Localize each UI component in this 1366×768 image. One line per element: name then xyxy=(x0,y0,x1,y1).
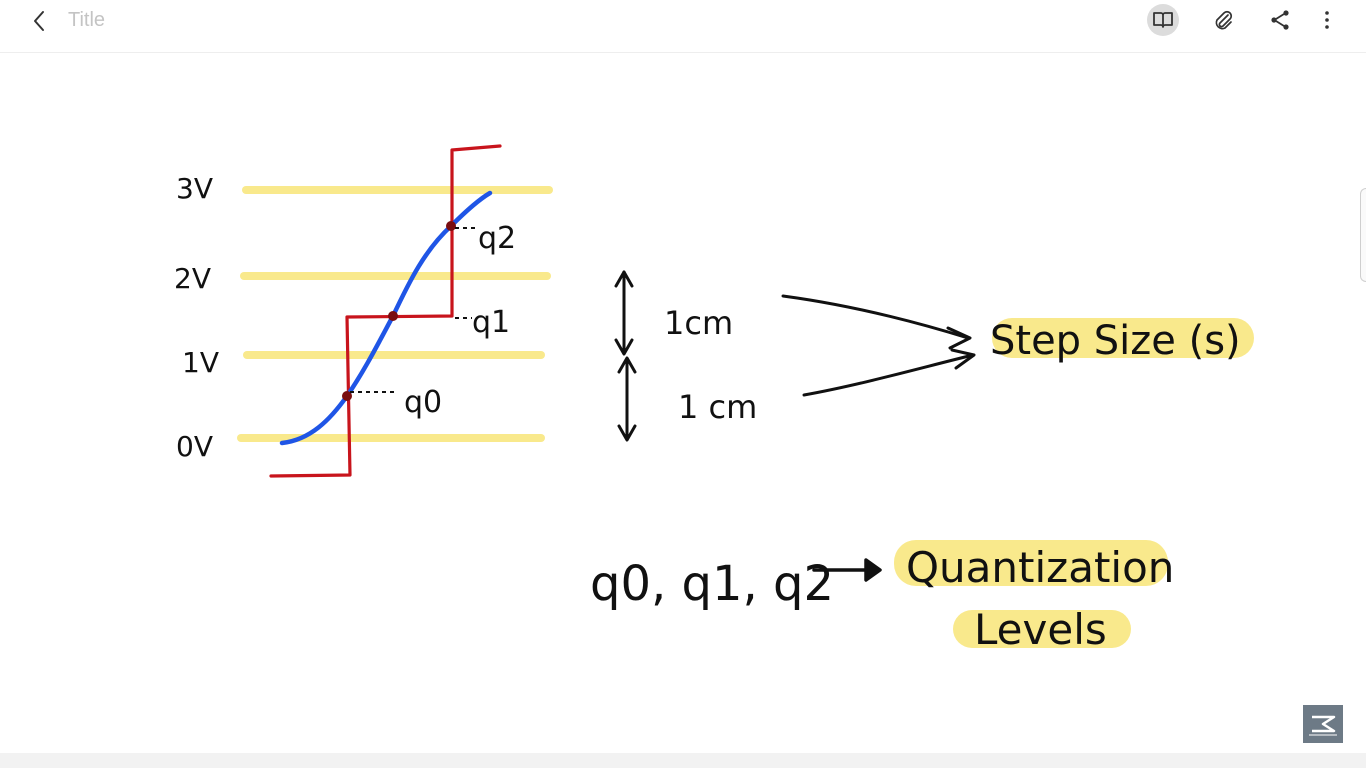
paperclip-icon xyxy=(1215,10,1233,30)
point-label-q1: q1 xyxy=(472,305,510,340)
book-open-icon xyxy=(1153,12,1173,28)
reading-mode-button[interactable] xyxy=(1147,4,1179,36)
step-size-highlight xyxy=(992,318,1254,358)
note-canvas[interactable]: 3V 2V 1V 0V q2 q1 q0 1cm 1 cm Step Size … xyxy=(0,0,1366,752)
point-q0 xyxy=(342,391,352,401)
point-q1 xyxy=(388,311,398,321)
more-options-button[interactable] xyxy=(1311,4,1343,36)
quantization-label-line2: Levels xyxy=(974,605,1107,654)
axis-label-2v: 2V xyxy=(174,262,211,295)
attach-button[interactable] xyxy=(1207,4,1239,36)
spacing-label-bottom: 1 cm xyxy=(678,388,757,426)
bottom-bar xyxy=(0,753,1366,768)
back-button[interactable] xyxy=(24,6,54,36)
leader-lines xyxy=(350,227,478,393)
levels-expression: q0, q1, q2 xyxy=(590,556,834,612)
quantization-arrow xyxy=(812,558,882,582)
document-title[interactable]: Title xyxy=(68,9,106,31)
quantization-label-line1: Quantization xyxy=(906,543,1174,592)
spacing-arrows xyxy=(614,270,637,442)
axis-label-0v: 0V xyxy=(176,430,213,463)
level-highlights xyxy=(237,186,553,442)
chevron-left-icon xyxy=(34,11,44,31)
step-size-label: Step Size (s) xyxy=(990,318,1241,364)
label-highlights xyxy=(894,318,1254,648)
share-icon xyxy=(1271,10,1289,30)
channel-logo xyxy=(1303,705,1343,743)
top-toolbar: Title xyxy=(0,0,1366,53)
spacing-label-top: 1cm xyxy=(664,304,733,342)
scroll-handle[interactable] xyxy=(1360,188,1366,282)
axis-label-3v: 3V xyxy=(176,172,213,205)
levels-highlight xyxy=(953,610,1131,648)
step-size-arrows xyxy=(781,294,976,397)
point-label-q2: q2 xyxy=(478,221,516,256)
point-label-q0: q0 xyxy=(404,385,442,420)
quantization-highlight xyxy=(894,540,1168,586)
logo-icon xyxy=(1309,715,1337,736)
share-button[interactable] xyxy=(1264,4,1296,36)
staircase-signal xyxy=(269,144,502,478)
axis-label-1v: 1V xyxy=(182,346,219,379)
point-q2 xyxy=(446,221,456,231)
more-vertical-icon xyxy=(1325,11,1329,29)
